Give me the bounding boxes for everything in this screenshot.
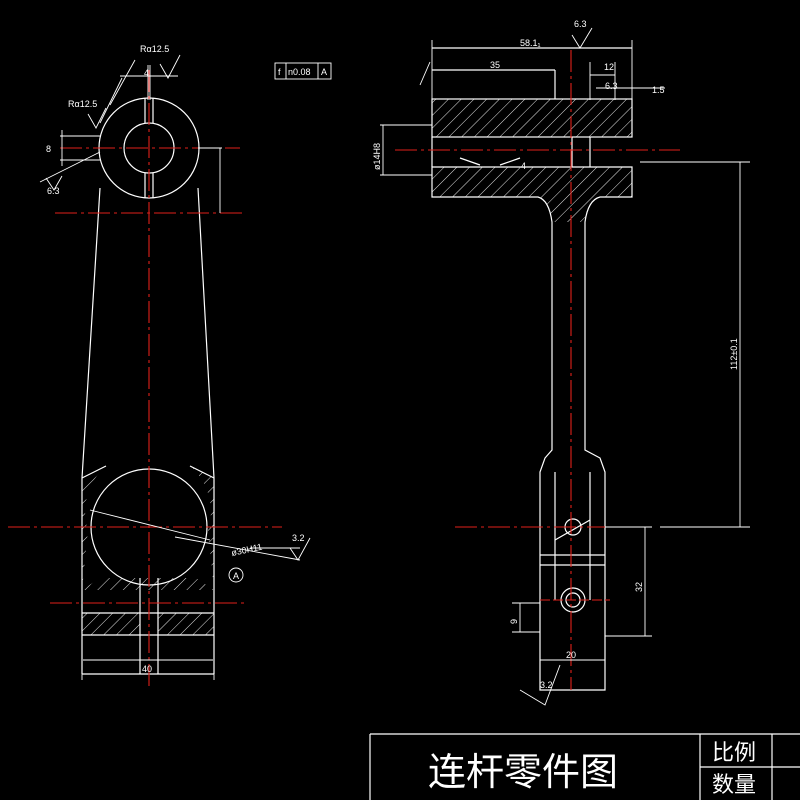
dim-len-12: 12 (604, 62, 614, 72)
dim-bore-dia: ø30H11 (230, 542, 263, 558)
tol-frame (274, 62, 332, 80)
dim-radius-top: Rα12.5 (140, 44, 169, 54)
scale-label: 比例 (712, 741, 756, 766)
hatch-top-band (432, 99, 632, 137)
hatch-lower-left (82, 613, 140, 635)
dim-roughness-bore: 3.2 (292, 533, 305, 543)
dim-height-8: 8 (46, 144, 51, 154)
hatch-bottom-band (432, 167, 632, 222)
slot-tri (459, 157, 481, 166)
dim-len-9: 9 (509, 619, 519, 624)
hatch-bottom-band (82, 578, 214, 590)
dim-radius-left: Rα12.5 (68, 99, 97, 109)
tol-ref: A (321, 67, 327, 77)
dim-roughness-32b: 3.2 (540, 680, 553, 690)
front-view: Rα12.5 4 Rα12.5 8 6.3 40 ø30H11 A 3.2 (8, 44, 311, 690)
dim-width-40: 40 (142, 664, 152, 674)
drawing-title: 连杆零件图 (428, 750, 618, 794)
dim-slot-4: 4 (521, 161, 526, 171)
dim-center-dist: 112±0.1 (729, 338, 739, 370)
rod-right-edge (197, 187, 215, 674)
dim-len-35: 35 (490, 60, 500, 70)
hatch-lower-right (158, 613, 214, 635)
dim-roughness-63b: 6.3 (605, 81, 618, 91)
quantity-label: 数量 (712, 773, 756, 798)
dim-len-58: 58.1₁ (520, 38, 541, 48)
rod-left-edge (81, 187, 101, 674)
small-end-bottom (431, 166, 633, 691)
dim-len-20: 20 (566, 650, 576, 660)
big-end-arc-top (81, 465, 107, 479)
big-end-arc-top-r (189, 465, 215, 479)
tol-val: n0.08 (288, 67, 311, 77)
tol-f: f (278, 67, 281, 77)
dim-pin-dia: ø14H8 (372, 143, 382, 170)
small-end-top (431, 98, 633, 138)
dim-len-15: 1.5 (652, 85, 665, 95)
dim-datum-a: A (233, 571, 239, 581)
dim-roughness-top: 6.3 (574, 19, 587, 29)
side-view: f n0.08 A 6.3 58.1₁ 35 12 6.3 1.5 ø14H8 … (274, 19, 750, 706)
hatch-big-end (82, 466, 106, 590)
slot-tri2 (499, 157, 521, 166)
dim-len-32: 32 (634, 582, 644, 592)
dim-roughness-left: 6.3 (47, 186, 60, 196)
dim-slot-width: 4 (144, 68, 149, 78)
hatch-big-end-right (190, 466, 214, 590)
title-block: 连杆零件图 比例 数量 (369, 733, 800, 800)
